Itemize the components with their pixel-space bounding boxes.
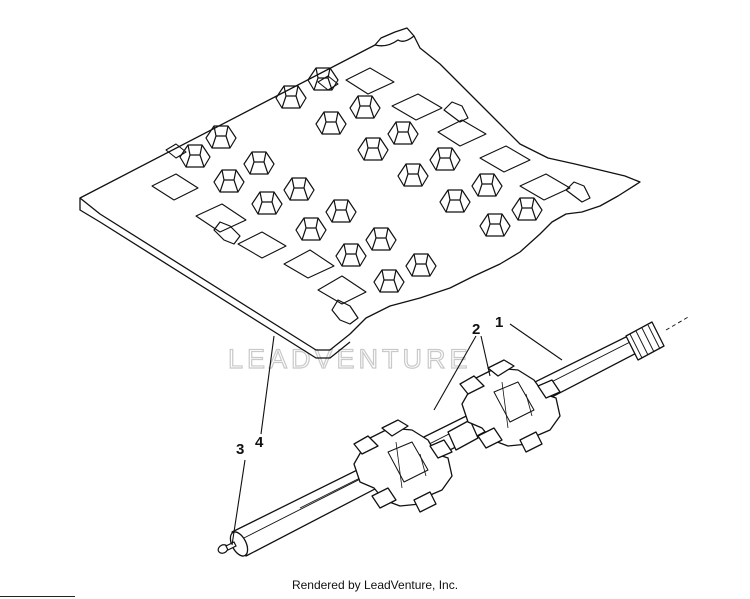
callout-3: 3	[236, 441, 244, 458]
track-belt	[79, 27, 641, 359]
leader-lines	[231, 323, 563, 546]
callout-1: 1	[495, 314, 503, 331]
footer-rule	[0, 596, 75, 597]
watermark-text: LEADVENTURE	[228, 344, 472, 374]
footer-credit: Rendered by LeadVenture, Inc.	[291, 578, 459, 592]
track-windows	[151, 67, 571, 305]
track-clips	[213, 101, 591, 325]
traction-lugs	[179, 67, 543, 293]
callout-2: 2	[472, 321, 480, 338]
callout-4: 4	[255, 434, 264, 451]
drive-sprocket-right	[459, 359, 561, 453]
drive-sprocket-left	[353, 419, 453, 513]
set-screw	[217, 541, 237, 554]
